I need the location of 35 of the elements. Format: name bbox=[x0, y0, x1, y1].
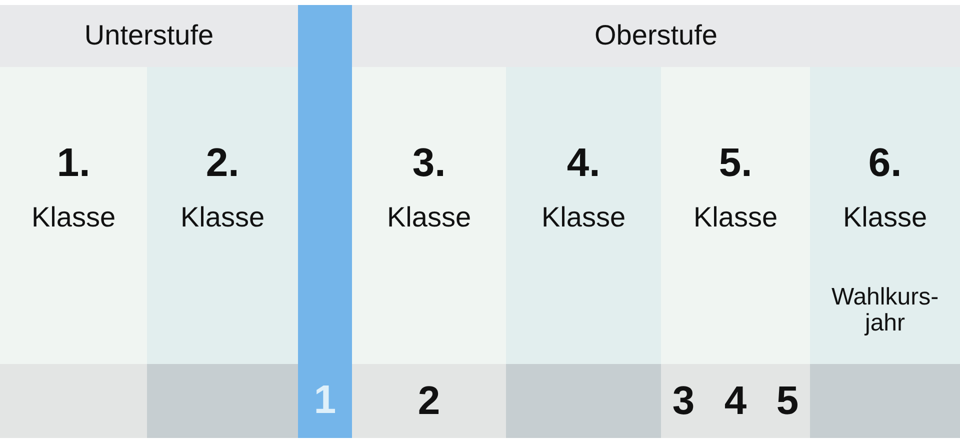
grade-label: Klasse bbox=[842, 202, 928, 234]
grade-column bbox=[147, 67, 298, 364]
grade-label: Klasse bbox=[541, 202, 626, 234]
footer-cell bbox=[661, 364, 810, 438]
grade-label: Klasse bbox=[693, 202, 778, 234]
marker-number: 2 bbox=[418, 379, 440, 423]
footer-cell bbox=[147, 364, 298, 438]
footer-cell bbox=[352, 364, 506, 438]
stage-header-band bbox=[352, 5, 960, 67]
stage-heading: Unterstufe bbox=[84, 20, 214, 52]
grade-number: 3. bbox=[412, 141, 446, 185]
footer-cell bbox=[506, 364, 661, 438]
stage-header-band bbox=[0, 5, 298, 67]
stage-heading: Oberstufe bbox=[594, 20, 718, 52]
grade-label: Klasse bbox=[180, 202, 265, 234]
marker-number: 3 bbox=[672, 379, 695, 423]
footer-cell bbox=[810, 364, 960, 438]
marker-number: 4 bbox=[724, 379, 747, 423]
marker-number: 1 bbox=[314, 378, 336, 422]
highlight-bar bbox=[298, 5, 352, 438]
grade-number: 5. bbox=[718, 141, 752, 185]
grade-number: 4. bbox=[566, 141, 600, 185]
grade-number: 1. bbox=[56, 141, 90, 185]
grade-number: 2. bbox=[206, 141, 240, 185]
note-text: Wahlkurs- jahr bbox=[830, 284, 940, 338]
grade-column bbox=[506, 67, 661, 364]
grade-column bbox=[0, 67, 147, 364]
footer-cell bbox=[0, 364, 147, 438]
grade-label: Klasse bbox=[386, 202, 472, 234]
grade-number: 6. bbox=[868, 141, 902, 185]
grade-column bbox=[352, 67, 506, 364]
marker-number: 5 bbox=[776, 379, 799, 423]
grade-label: Klasse bbox=[31, 202, 116, 234]
grade-column bbox=[810, 67, 960, 364]
grade-column bbox=[661, 67, 810, 364]
